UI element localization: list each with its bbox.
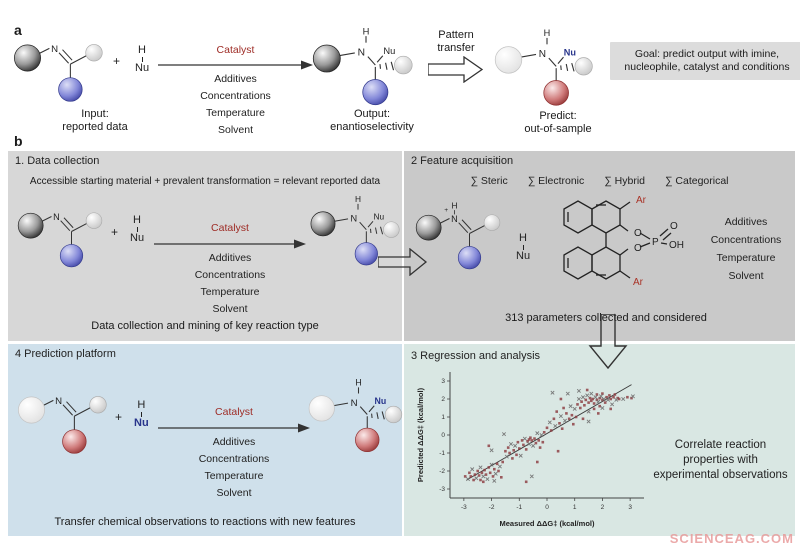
svg-text:3: 3	[628, 504, 632, 511]
catalyst-label: Catalyst	[158, 406, 310, 418]
plus-sign: +	[115, 410, 122, 424]
block-arrow-right-icon	[378, 248, 428, 281]
panel-b-label: b	[14, 133, 23, 149]
h-nu-nucleophile: H Nu	[135, 45, 149, 74]
svg-text:2: 2	[441, 396, 445, 403]
binol-phosphoric-acid-catalyst: Ar O O P O OH Ar	[550, 189, 720, 319]
conditions-list: Additives Concentrations Temperature Sol…	[700, 213, 792, 285]
figure: a N + H Nu Catalyst Additives Concentrat…	[0, 18, 800, 548]
predict-product-molecule: H N Nu	[492, 26, 602, 115]
feature-class: ∑ Steric	[470, 175, 507, 187]
quadrant-data-collection: 1. Data collection Accessible starting m…	[8, 151, 402, 341]
imine-molecule: N	[14, 199, 114, 281]
svg-text:N: N	[351, 213, 358, 223]
plus-sign: +	[111, 225, 118, 239]
svg-text:N: N	[539, 49, 546, 60]
predict-label: Predict: out-of-sample	[498, 110, 618, 136]
q3-title: 3 Regression and analysis	[411, 350, 540, 362]
condition-item: Temperature	[158, 105, 313, 122]
output-label: Output: enantioselectivity	[312, 108, 432, 134]
q1-title: 1. Data collection	[15, 155, 99, 167]
input-label: Input: reported data	[30, 108, 160, 134]
watermark: SCIENCEAG.COM	[670, 531, 794, 546]
product-molecule: H N Nu	[310, 24, 422, 115]
svg-text:Nu: Nu	[375, 396, 387, 406]
svg-text:O: O	[634, 228, 642, 239]
feature-class: ∑ Categorical	[665, 175, 729, 187]
svg-text:Ar: Ar	[633, 277, 644, 288]
svg-text:-3: -3	[461, 504, 467, 511]
conditions-list: Additives Concentrations Temperature Sol…	[154, 250, 306, 318]
svg-text:N: N	[451, 214, 458, 224]
goal-box: Goal: predict output with imine, nucleop…	[610, 42, 800, 80]
pattern-transfer-label: Pattern transfer	[424, 29, 488, 55]
condition-item: Solvent	[158, 122, 313, 139]
q4-title: 4 Prediction platform	[15, 348, 116, 360]
svg-text:+: +	[444, 207, 448, 214]
quadrant-feature-acquisition: 2 Feature acquisition ∑ Steric ∑ Electro…	[404, 151, 795, 341]
conditions-list: Additives Concentrations Temperature Sol…	[158, 71, 313, 139]
condition-item: Additives	[158, 71, 313, 88]
nu-atom: Nu	[135, 63, 149, 74]
svg-text:Nu: Nu	[383, 46, 395, 56]
svg-text:H: H	[544, 28, 551, 38]
svg-text:-2: -2	[439, 468, 445, 475]
svg-text:H: H	[451, 201, 457, 210]
svg-text:1: 1	[573, 504, 577, 511]
svg-text:3: 3	[441, 378, 445, 385]
block-arrow-right-icon	[428, 56, 486, 88]
conditions-list: Additives Concentrations Temperature Sol…	[158, 434, 310, 502]
block-arrow-down-icon	[586, 314, 630, 377]
svg-text:0: 0	[545, 504, 549, 511]
plus-sign: +	[113, 54, 120, 68]
svg-text:0: 0	[441, 432, 445, 439]
svg-text:Predicted ΔΔG‡ (kcal/mol): Predicted ΔΔG‡ (kcal/mol)	[416, 387, 425, 482]
svg-text:-1: -1	[516, 504, 522, 511]
q4-caption: Transfer chemical observations to reacti…	[8, 516, 402, 528]
svg-text:-1: -1	[439, 450, 445, 457]
svg-text:H: H	[363, 26, 370, 36]
svg-text:H: H	[355, 378, 361, 388]
svg-text:H: H	[355, 194, 361, 204]
svg-text:O: O	[670, 221, 678, 232]
svg-text:N: N	[351, 398, 358, 409]
svg-text:Nu: Nu	[564, 47, 576, 57]
svg-text:-3: -3	[439, 486, 445, 493]
imine-molecule-new: N	[14, 382, 119, 468]
q1-caption: Data collection and mining of key reacti…	[8, 320, 402, 332]
svg-text:N: N	[53, 212, 60, 222]
svg-text:P: P	[652, 237, 659, 248]
svg-text:N: N	[51, 44, 58, 55]
svg-text:Nu: Nu	[374, 212, 385, 222]
feature-classes-row: ∑ Steric ∑ Electronic ∑ Hybrid ∑ Categor…	[404, 175, 795, 187]
svg-text:-2: -2	[489, 504, 495, 511]
svg-text:1: 1	[441, 414, 445, 421]
q3-note: Correlate reaction properties with exper…	[648, 438, 793, 483]
h-atom: H	[138, 45, 146, 56]
svg-text:N: N	[55, 396, 62, 407]
feature-class: ∑ Hybrid	[604, 175, 645, 187]
condition-item: Concentrations	[158, 88, 313, 105]
q1-subtitle: Accessible starting material + prevalent…	[8, 176, 402, 187]
svg-text:Ar: Ar	[636, 195, 647, 206]
svg-text:2: 2	[601, 504, 605, 511]
imine-molecule: N	[10, 30, 115, 116]
svg-text:O: O	[634, 243, 642, 254]
svg-text:OH: OH	[669, 240, 684, 251]
catalyst-label: Catalyst	[158, 44, 313, 56]
q2-title: 2 Feature acquisition	[411, 155, 513, 167]
feature-class: ∑ Electronic	[528, 175, 585, 187]
catalyst-label: Catalyst	[154, 222, 306, 234]
svg-text:Measured ΔΔG‡ (kcal/mol): Measured ΔΔG‡ (kcal/mol)	[500, 519, 595, 528]
svg-text:N: N	[358, 48, 365, 59]
